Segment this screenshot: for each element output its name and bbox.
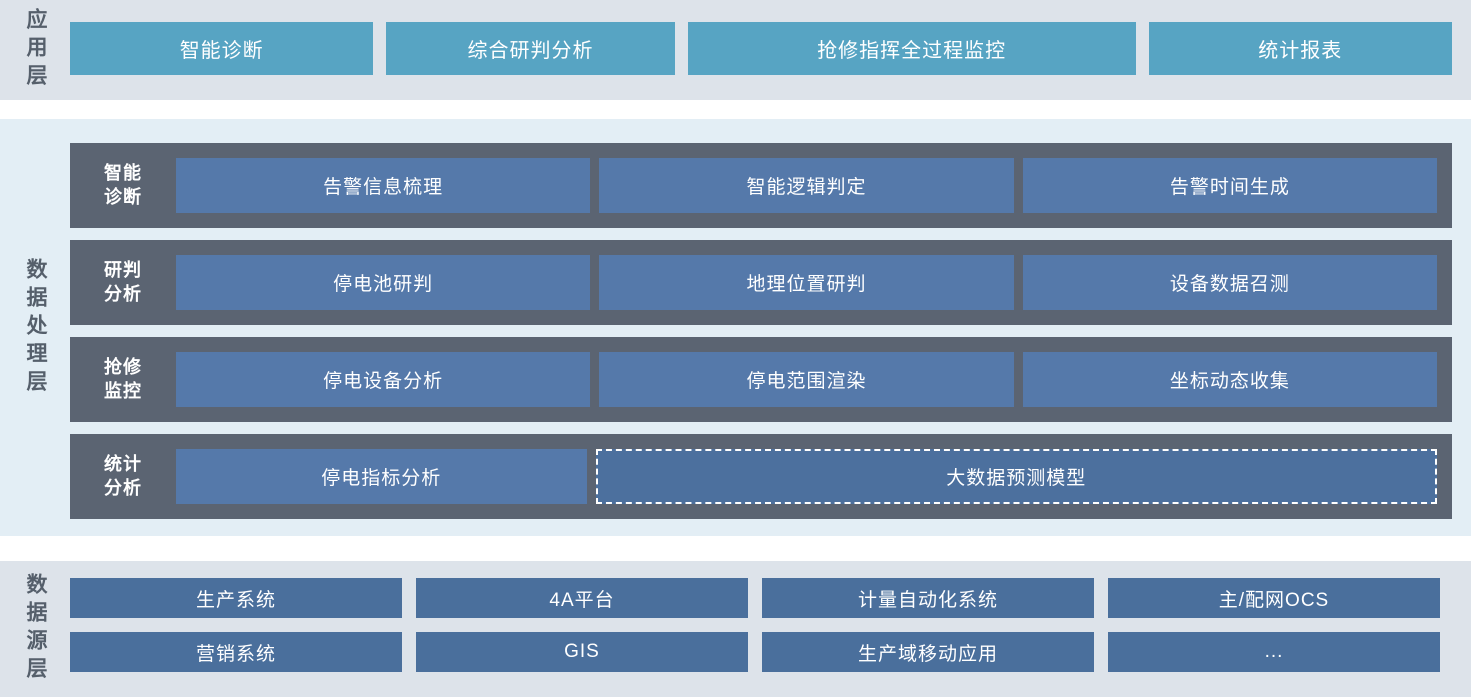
datasource-row-1: 生产系统 4A平台 计量自动化系统 主/配网OCS [70,578,1440,618]
row-label-statistical-analysis: 统计 分析 [104,454,142,498]
src-box-gis: GIS [416,632,748,672]
proc-box-big-data-prediction-model: 大数据预测模型 [595,449,1437,504]
row-label-analysis-judgment: 研判 分析 [104,260,142,304]
proc-box-alarm-time-generation: 告警时间生成 [1022,158,1437,213]
app-box-intelligent-diagnosis: 智能诊断 [70,22,374,75]
processing-rows: 智能 诊断 告警信息梳理 智能逻辑判定 告警时间生成 研判 分析 停电池研判 地… [70,143,1452,519]
data-processing-layer-label: 数据处理层 [24,257,47,398]
processing-row-analysis-judgment: 研判 分析 停电池研判 地理位置研判 设备数据召测 [70,240,1452,325]
src-box-metering-automation-system: 计量自动化系统 [762,578,1094,618]
src-box-marketing-system: 营销系统 [70,632,402,672]
proc-box-intelligent-logic-judgment: 智能逻辑判定 [599,158,1014,213]
app-box-repair-command-monitoring: 抢修指挥全过程监控 [687,22,1136,75]
proc-box-device-data-measurement: 设备数据召测 [1022,255,1437,310]
app-box-comprehensive-analysis: 综合研判分析 [386,22,675,75]
proc-box-coordinate-dynamic-collection: 坐标动态收集 [1022,352,1437,407]
data-source-layer-section: 数据源层 生产系统 4A平台 计量自动化系统 主/配网OCS 营销系统 GIS … [0,561,1471,697]
application-layer-label: 应用层 [24,8,47,92]
src-box-4a-platform: 4A平台 [416,578,748,618]
datasource-rows: 生产系统 4A平台 计量自动化系统 主/配网OCS 营销系统 GIS 生产域移动… [70,578,1440,672]
proc-box-outage-battery-judgment: 停电池研判 [176,255,591,310]
proc-box-outage-range-rendering: 停电范围渲染 [599,352,1014,407]
proc-box-geographic-location-judgment: 地理位置研判 [599,255,1014,310]
app-box-statistical-reports: 统计报表 [1148,22,1452,75]
proc-box-outage-equipment-analysis: 停电设备分析 [176,352,591,407]
proc-box-outage-indicator-analysis: 停电指标分析 [176,449,587,504]
processing-row-intelligent-diagnosis: 智能 诊断 告警信息梳理 智能逻辑判定 告警时间生成 [70,143,1452,228]
processing-row-repair-monitoring: 抢修 监控 停电设备分析 停电范围渲染 坐标动态收集 [70,337,1452,422]
data-processing-layer-section: 数据处理层 智能 诊断 告警信息梳理 智能逻辑判定 告警时间生成 研判 分析 停… [0,119,1471,536]
processing-row-statistical-analysis: 统计 分析 停电指标分析 大数据预测模型 [70,434,1452,519]
src-box-main-distribution-ocs: 主/配网OCS [1108,578,1440,618]
datasource-row-2: 营销系统 GIS 生产域移动应用 ... [70,632,1440,672]
row-label-repair-monitoring: 抢修 监控 [104,357,142,401]
src-box-production-system: 生产系统 [70,578,402,618]
data-source-layer-label: 数据源层 [24,573,47,685]
src-box-production-mobile-app: 生产域移动应用 [762,632,1094,672]
application-boxes-row: 智能诊断 综合研判分析 抢修指挥全过程监控 统计报表 [70,22,1452,75]
row-label-intelligent-diagnosis: 智能 诊断 [104,163,142,207]
src-box-ellipsis: ... [1108,632,1440,672]
proc-box-alarm-info-sorting: 告警信息梳理 [176,158,591,213]
application-layer-section: 应用层 智能诊断 综合研判分析 抢修指挥全过程监控 统计报表 [0,0,1471,100]
